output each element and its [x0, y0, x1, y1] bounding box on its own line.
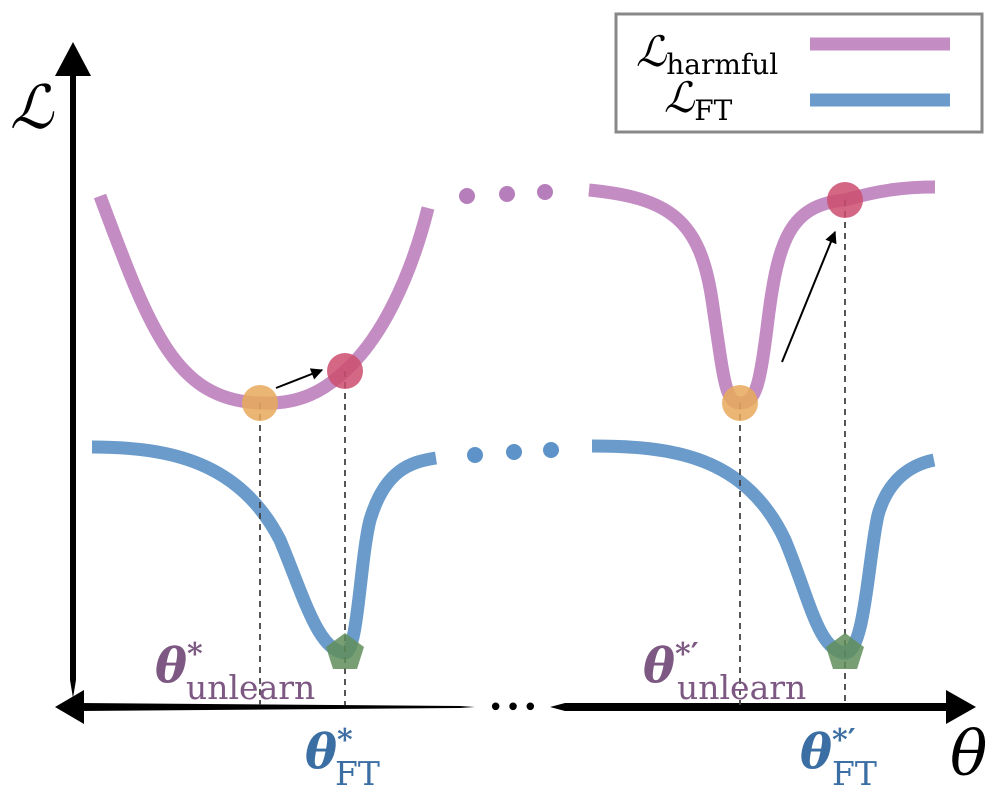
theta-subscript: unlearn [677, 668, 806, 707]
ft-point-marker [326, 633, 364, 669]
theta-symbol: θ [305, 724, 337, 780]
legend: ℒharmful ℒFT [614, 12, 984, 134]
svg-text:θ*: θ* [155, 637, 203, 694]
legend-subscript: FT [694, 94, 732, 127]
harmful-curve-right-segment [588, 180, 936, 410]
y-axis-arrowhead [55, 42, 91, 76]
shift-arrow-left [275, 368, 324, 389]
ft-curve-left-segment [91, 440, 438, 660]
theta-symbol: θ [800, 724, 832, 780]
svg-text:ℒFT: ℒFT [664, 73, 733, 127]
theta-unlearn-prime-label: θ*′ unlearn [643, 637, 806, 707]
ft-ellipsis-dot [506, 444, 522, 460]
theta-ft-prime-label: θ*′ FT [800, 723, 877, 793]
curve-markers [242, 182, 864, 669]
ft-ellipsis-dot [543, 442, 559, 458]
x-axis-label: θ [950, 717, 987, 790]
ft-curve-right-segment [591, 439, 936, 660]
harmful-ellipsis-dot [537, 184, 553, 200]
legend-symbol: ℒ [636, 27, 667, 76]
legend-item-harmful: ℒharmful [636, 27, 950, 81]
harmful-point-marker [327, 353, 363, 389]
y-axis-label: ℒ [10, 73, 55, 143]
harmful-ellipsis-dot [459, 188, 475, 204]
x-axis-left-segment [80, 703, 475, 711]
ft-loss-curve [91, 439, 936, 660]
ft-prime-point-marker [826, 633, 864, 669]
harmful-ellipsis-dot [499, 186, 515, 202]
theta-superscript: * [187, 637, 203, 672]
legend-item-ft: ℒFT [664, 73, 950, 127]
x-axis: ••• [55, 690, 976, 724]
theta-symbol: θ [155, 638, 187, 694]
svg-text:θ*: θ* [305, 723, 353, 780]
theta-subscript: FT [832, 754, 877, 793]
theta-subscript: FT [335, 754, 380, 793]
harmful-curve-left-segment [93, 193, 435, 410]
svg-text:ℒharmful: ℒharmful [636, 27, 778, 81]
theta-subscript: unlearn [186, 668, 315, 707]
legend-symbol: ℒ [664, 73, 695, 122]
theta-superscript: *′ [675, 637, 699, 672]
y-axis [55, 42, 91, 698]
svg-text:θ*′: θ*′ [800, 723, 856, 780]
theta-superscript: * [337, 723, 353, 758]
x-axis-right-segment [550, 703, 950, 711]
legend-box [614, 12, 984, 134]
x-axis-left-arrowhead [55, 690, 84, 724]
theta-ft-label: θ* FT [305, 723, 380, 793]
x-axis-right-arrowhead [946, 690, 976, 724]
x-axis-ellipsis: ••• [488, 693, 540, 723]
unlearn-point-marker [242, 385, 278, 421]
svg-text:θ*′: θ*′ [643, 637, 699, 694]
y-axis-line [70, 70, 76, 698]
unlearn-prime-point-marker [722, 385, 758, 421]
theta-unlearn-label: θ* unlearn [155, 637, 315, 707]
shift-arrow-right [781, 230, 837, 363]
harmful-prime-point-marker [827, 182, 863, 218]
theta-superscript: *′ [832, 723, 856, 758]
theta-symbol: θ [643, 638, 675, 694]
ft-ellipsis-dot [467, 447, 483, 463]
legend-subscript: harmful [666, 48, 778, 81]
